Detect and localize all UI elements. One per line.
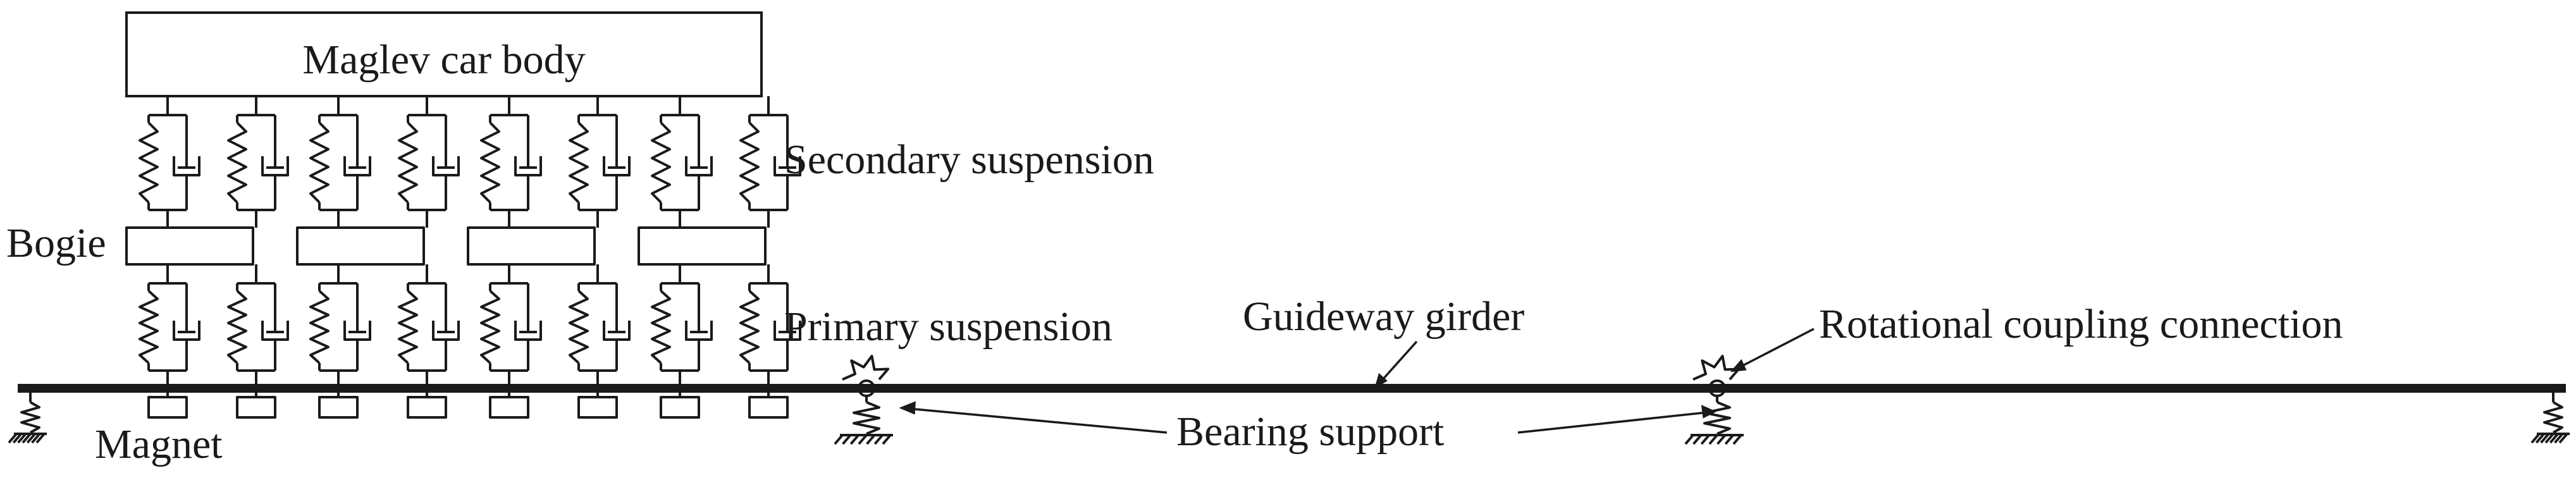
bearing-support-2-ground-hatch bbox=[1692, 434, 1703, 445]
bearing-support-2-ground-hatch bbox=[1700, 434, 1710, 445]
secondary-suspension-1-spring bbox=[139, 121, 159, 204]
bogie-1 bbox=[125, 226, 254, 266]
bearing-support-2-ground-hatch bbox=[1716, 434, 1727, 445]
end-support-1-ground-hatch bbox=[22, 433, 32, 444]
end-support-2-spring bbox=[2543, 401, 2563, 434]
end-support-2-ground-hatch bbox=[2530, 433, 2541, 444]
secondary-suspension-6-spring bbox=[569, 121, 589, 204]
bearing-leader-right-arrowhead bbox=[1701, 405, 1717, 419]
magnet-7 bbox=[660, 396, 700, 419]
bearing-support-1-ground-hatch bbox=[866, 434, 876, 445]
end-support-2-ground-hatch bbox=[2549, 433, 2559, 444]
magnet-8 bbox=[748, 396, 789, 419]
secondary-suspension-4-spring bbox=[398, 121, 418, 204]
guideway-girder-label: Guideway girder bbox=[1243, 293, 1524, 340]
primary-suspension-3-spring bbox=[309, 290, 330, 364]
bearing-support-2-ground-hatch bbox=[1684, 434, 1694, 445]
bearing-leader-right-line bbox=[1517, 411, 1708, 434]
bearing-leader-left-arrowhead bbox=[899, 401, 916, 415]
bearing-support-1-ground-hatch bbox=[849, 434, 860, 445]
bearing-support-1-ground-hatch bbox=[858, 434, 868, 445]
magnet-5 bbox=[489, 396, 529, 419]
bearing-support-1-spring bbox=[853, 401, 880, 435]
magnet-label: Magnet bbox=[95, 421, 223, 467]
secondary-suspension-label: Secondary suspension bbox=[784, 137, 1154, 183]
primary-suspension-2-spring bbox=[227, 290, 247, 364]
primary-suspension-6-spring bbox=[569, 290, 589, 364]
secondary-suspension-7-spring bbox=[651, 121, 671, 204]
bearing-leader-left-line bbox=[908, 407, 1168, 434]
bogie-4 bbox=[638, 226, 767, 266]
secondary-suspension-5-spring bbox=[480, 121, 500, 204]
bearing-support-2-spring bbox=[1703, 401, 1731, 435]
bearing-support-1-ground-hatch bbox=[882, 434, 892, 445]
primary-suspension-1-spring bbox=[139, 290, 159, 364]
rotational-coupling-symbol-2 bbox=[1692, 355, 1741, 381]
rotational-coupling-label: Rotational coupling connection bbox=[1819, 301, 2343, 347]
end-support-2-ground-hatch bbox=[2558, 433, 2568, 444]
coupling-leader-line bbox=[1737, 328, 1815, 369]
primary-suspension-8-spring bbox=[739, 290, 760, 364]
end-support-1-ground-hatch bbox=[35, 433, 46, 444]
leader-lines bbox=[899, 328, 1815, 434]
bearing-support-2-ground-hatch bbox=[1708, 434, 1718, 445]
end-support-1-ground-hatch bbox=[26, 433, 36, 444]
coupling-leader-arrowhead bbox=[1730, 359, 1747, 372]
primary-suspension-label: Primary suspension bbox=[784, 304, 1112, 350]
primary-suspension-4-spring bbox=[398, 290, 418, 364]
car-body-box bbox=[125, 11, 763, 97]
bearing-support-1-ground-hatch bbox=[834, 434, 844, 445]
primary-suspension-7-spring bbox=[651, 290, 671, 364]
bogie-2 bbox=[296, 226, 425, 266]
end-support-1-ground-hatch bbox=[17, 433, 27, 444]
mechanical-components bbox=[8, 96, 2570, 445]
end-support-1-ground-hatch bbox=[8, 433, 18, 444]
end-support-2-ground-hatch bbox=[2540, 433, 2550, 444]
secondary-suspension-8-spring bbox=[739, 121, 760, 204]
car-body-label: Maglev car body bbox=[302, 37, 585, 83]
end-support-2-ground-hatch bbox=[2544, 433, 2554, 444]
end-support-1-ground-hatch bbox=[12, 433, 22, 444]
magnet-2 bbox=[236, 396, 276, 419]
bogie-label: Bogie bbox=[6, 220, 106, 266]
secondary-suspension-3-spring bbox=[309, 121, 330, 204]
magnet-4 bbox=[407, 396, 447, 419]
girder-leader-arrowhead bbox=[1374, 372, 1388, 389]
primary-suspension-5-spring bbox=[480, 290, 500, 364]
rotational-coupling-symbol-1 bbox=[842, 355, 890, 381]
secondary-suspension-2-spring bbox=[227, 121, 247, 204]
bearing-support-1-ground-hatch bbox=[842, 434, 852, 445]
end-support-1-ground-hatch bbox=[31, 433, 41, 444]
end-support-2-ground-hatch bbox=[2554, 433, 2564, 444]
bogie-3 bbox=[467, 226, 596, 266]
bearing-support-label: Bearing support bbox=[1176, 409, 1444, 455]
bearing-support-2-ground-hatch bbox=[1724, 434, 1734, 445]
magnet-1 bbox=[147, 396, 188, 419]
girder-leader-line bbox=[1377, 340, 1418, 385]
magnet-6 bbox=[577, 396, 618, 419]
bearing-support-2-ground-hatch bbox=[1732, 434, 1742, 445]
bearing-support-1-ground-hatch bbox=[873, 434, 884, 445]
end-support-1-spring bbox=[20, 401, 40, 434]
end-support-2-ground-hatch bbox=[2535, 433, 2545, 444]
magnet-3 bbox=[318, 396, 359, 419]
